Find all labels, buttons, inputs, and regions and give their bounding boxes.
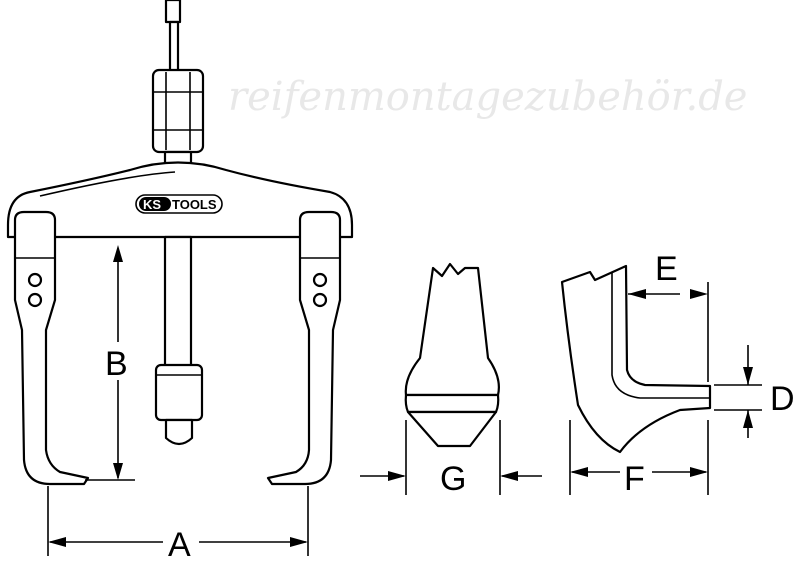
dimension-e: E [628,250,709,382]
right-arm [266,210,342,486]
label-a: A [168,526,191,564]
dimension-d: D [714,345,795,438]
svg-text:KS: KS [143,197,161,212]
jaw-front-view [404,262,500,448]
label-e: E [655,250,678,288]
label-d: D [770,380,795,418]
svg-text:TOOLS: TOOLS [172,197,217,212]
spindle [151,0,205,176]
ks-tools-logo: KS TOOLS [135,194,223,214]
label-b: B [105,345,128,383]
dimension-b: B [85,245,136,481]
center-spindle [154,235,204,446]
label-f: F [624,460,645,498]
dimension-f: F [569,420,709,498]
dimension-a: A [47,486,309,564]
watermark: reifenmontagezubehör.de [228,74,747,120]
label-g: G [440,460,466,498]
left-arm [13,210,90,486]
dimension-g: G [360,420,542,498]
jaw-side-view [560,264,712,454]
